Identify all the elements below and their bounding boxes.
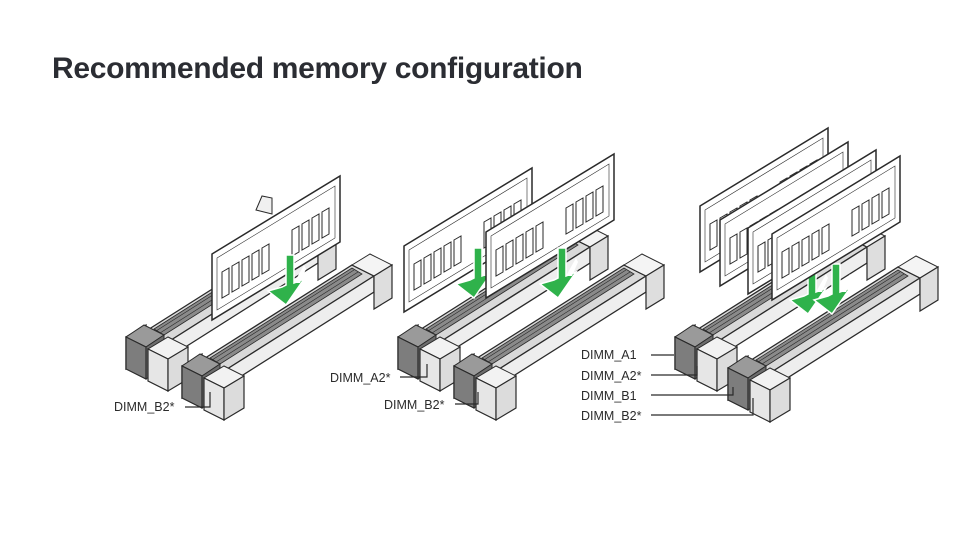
- slot-label-dimm-a2: DIMM_A2*: [581, 369, 642, 383]
- slot-label-dimm-b2: DIMM_B2*: [114, 400, 175, 414]
- label-leader: [455, 392, 479, 405]
- slot-label-dimm-b2: DIMM_B2*: [384, 398, 445, 412]
- label-leader: [400, 364, 428, 378]
- label-leader: [651, 387, 734, 396]
- label-leader: [651, 398, 754, 416]
- slot-label-dimm-b1: DIMM_B1: [581, 389, 637, 403]
- slot-label-dimm-a2: DIMM_A2*: [330, 371, 391, 385]
- config-four-modules: DIMM_A1 DIMM_A2* DIMM_B1 DIMM_B2*: [581, 127, 939, 423]
- slot-label-dimm-a1: DIMM_A1: [581, 348, 637, 362]
- label-leader: [651, 366, 698, 376]
- label-leader: [185, 392, 211, 408]
- slot-label-dimm-b2: DIMM_B2*: [581, 409, 642, 423]
- slot-latch: [255, 195, 273, 215]
- page-title: Recommended memory configuration: [52, 52, 583, 85]
- config-one-module: DIMM_B2*: [114, 175, 393, 421]
- config-two-modules: DIMM_A2* DIMM_B2*: [330, 153, 665, 421]
